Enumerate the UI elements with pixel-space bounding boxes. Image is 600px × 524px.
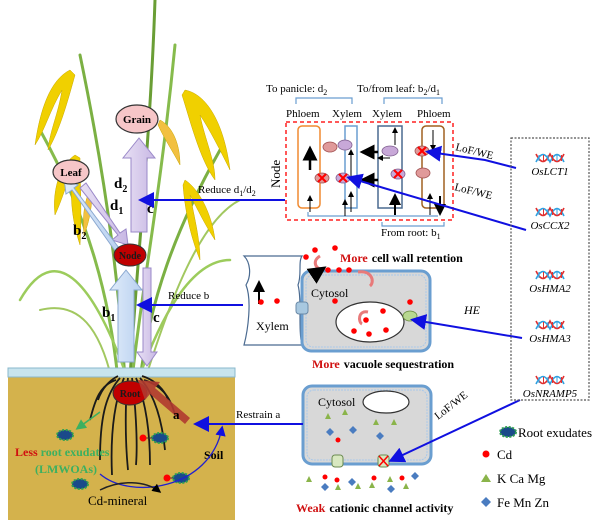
cell-channel: [295, 301, 309, 315]
label-c-lower: c: [153, 310, 160, 326]
lof-we-label-2: LoF/WE: [453, 181, 494, 202]
legend-item-femnzn: Fe Mn Zn: [481, 495, 550, 510]
cytosol-label-mid: Cytosol: [311, 286, 349, 300]
cation-channel-1: [331, 454, 344, 468]
legend-label: Cd: [497, 447, 513, 462]
to-from-leaf-label: To/from leaf: b2/d1: [357, 83, 440, 97]
gene-panel: [510, 137, 590, 401]
soil-exudate-2: [139, 432, 169, 444]
legend-label: Root exudates: [518, 425, 592, 440]
legend-label: Fe Mn Zn: [497, 495, 550, 510]
lof-we-label-3: LoF/WE: [432, 389, 470, 422]
legend-item-root-exudates: Root exudates: [499, 425, 592, 440]
gene-label: OsHMA2: [529, 283, 571, 295]
exudate-arrow: [75, 411, 101, 430]
dna-icon: [535, 152, 565, 164]
legend-item-kcamg: K Ca Mg: [481, 471, 546, 486]
phloem-right-label: Phloem: [417, 108, 451, 120]
nramp5-arrow: [388, 399, 521, 463]
flux-arrow-d1: [79, 182, 129, 246]
soil-exudate-1: [56, 429, 74, 441]
dna-icon: [535, 206, 565, 218]
metal-diamonds: [321, 426, 419, 493]
gene-label: OsHMA3: [529, 333, 571, 345]
phloem-left-vessel: [297, 125, 321, 209]
hma3-arrow: [410, 314, 523, 339]
from-root-label: From root: b1: [381, 227, 441, 241]
lmwoas-label: (LMWOAs): [35, 462, 97, 476]
node-vertical-label: Node: [268, 160, 283, 188]
flux-arrow-c-lower: [136, 267, 158, 367]
xylem-left-label: Xylem: [332, 108, 362, 120]
leaf-label: Leaf: [60, 167, 82, 179]
gene-item: OsHMA2: [529, 269, 571, 295]
triangle-icon: [481, 474, 491, 482]
legend-item-cd: Cd: [482, 447, 513, 462]
nramp5-x-icon: [378, 455, 389, 467]
soil-surface: [7, 367, 236, 378]
dna-icon: [535, 269, 565, 281]
soil-label: Soil: [204, 448, 224, 462]
phloem-left-label: Phloem: [286, 108, 320, 120]
soil-curve-arrow: [99, 425, 226, 489]
node-transporters: [314, 139, 431, 184]
leaf-ellipse: Leaf: [52, 159, 90, 185]
gene-item: OsCCX2: [530, 206, 570, 232]
vacuole-bottom: [362, 390, 410, 414]
label-b1: b1: [102, 305, 115, 324]
cytosol-label-bottom: Cytosol: [318, 395, 356, 409]
root-label: Root: [120, 389, 141, 400]
gene-label: OsCCX2: [530, 220, 570, 232]
legend: Root exudates Cd K Ca Mg Fe Mn Zn: [481, 425, 592, 510]
dna-icon: [535, 374, 565, 386]
he-label: HE: [463, 303, 481, 317]
node-label: Node: [119, 251, 142, 262]
node-ellipse: Node: [113, 243, 147, 267]
reduce-d-label: Reduce d1/d2: [198, 184, 256, 198]
gene-item: OsLCT1: [531, 152, 569, 178]
flux-arrow-b1: [108, 269, 144, 363]
cd-particles-bottom: [322, 437, 405, 483]
xylem-right-vessel: [377, 125, 403, 209]
cd-mineral-label: Cd-mineral: [88, 493, 148, 508]
legend-label: K Ca Mg: [497, 471, 546, 486]
to-panicle-label: To panicle: d2: [266, 83, 327, 97]
dna-icon: [535, 319, 565, 331]
cd-particles-mid: [303, 245, 413, 337]
mineral-arrow: [99, 482, 162, 493]
flux-arrow-d2: [121, 137, 157, 233]
lct1-arrow: [425, 145, 517, 169]
cation-triangles: [306, 409, 409, 490]
ccx2-arrow: [346, 173, 527, 231]
xylem-label: Xylem: [256, 319, 289, 333]
restrain-a-label: Restrain a: [236, 409, 280, 421]
gene-item: OsHMA3: [529, 319, 571, 345]
cd-dot-icon: [482, 450, 490, 458]
gene-label: OsLCT1: [531, 166, 568, 178]
label-a: a: [173, 407, 180, 422]
label-d2: d2: [114, 176, 127, 195]
node-transport-panel: To panicle: d2 To/from leaf: b2/d1 Phloe…: [266, 83, 454, 241]
reduce-b-label: Reduce b: [168, 290, 210, 302]
gene-label: OsNRAMP5: [523, 388, 578, 400]
label-c-upper: c: [147, 201, 154, 217]
diamond-icon: [481, 497, 491, 507]
gene-item: OsNRAMP5: [523, 374, 578, 400]
grain-ellipse: Grain: [115, 104, 159, 134]
label-d1: d1: [110, 198, 123, 217]
xylem-right-label: Xylem: [372, 108, 402, 120]
phloem-right-vessel: [421, 125, 445, 209]
soil-exudate-3: [71, 478, 89, 490]
label-b2: b2: [73, 223, 86, 242]
grain-label: Grain: [123, 114, 151, 126]
flux-arrow-a: [138, 380, 190, 424]
root-exudate-icon: [499, 426, 517, 438]
